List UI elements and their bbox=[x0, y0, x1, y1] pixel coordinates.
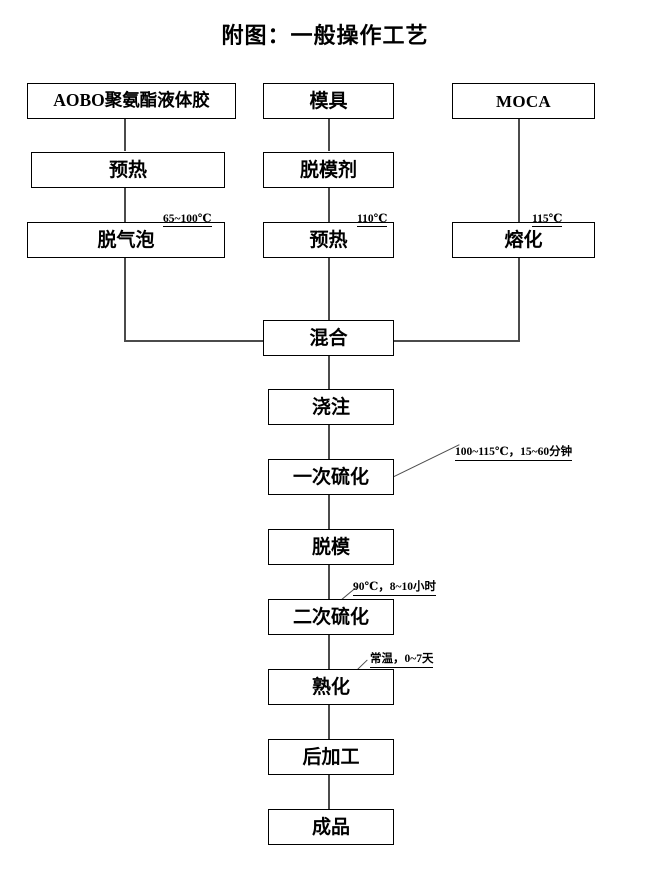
node-secondary-curing[interactable]: 二次硫化 bbox=[268, 599, 394, 635]
connector-release-preheat2 bbox=[328, 188, 330, 222]
connector-cure2-mature bbox=[328, 635, 330, 669]
annotation-preheat2-temp: 110℃ bbox=[357, 213, 388, 227]
node-preheat-mold[interactable]: 预热 bbox=[263, 222, 394, 258]
node-label: 浇注 bbox=[311, 396, 350, 418]
node-label: 一次硫化 bbox=[292, 466, 369, 488]
node-aobo-resin[interactable]: AOBO聚氨酯液体胶 bbox=[27, 83, 236, 119]
connector-postproc-product bbox=[328, 775, 330, 809]
node-mold[interactable]: 模具 bbox=[263, 83, 394, 119]
node-label: MOCA bbox=[495, 91, 552, 111]
leader-line-cure1 bbox=[391, 444, 460, 479]
node-primary-curing[interactable]: 一次硫化 bbox=[268, 459, 394, 495]
node-label: 脱模剂 bbox=[299, 159, 357, 181]
connector-degas-down bbox=[124, 258, 126, 341]
connector-cure1-demold bbox=[328, 495, 330, 529]
connector-mix-pour bbox=[328, 356, 330, 389]
connector-melt-to-mix bbox=[393, 340, 520, 342]
connector-mold-release bbox=[328, 118, 330, 151]
node-label: AOBO聚氨酯液体胶 bbox=[53, 90, 210, 111]
node-moca[interactable]: MOCA bbox=[452, 83, 595, 119]
node-label: 预热 bbox=[309, 229, 348, 251]
node-mixing[interactable]: 混合 bbox=[263, 320, 394, 356]
node-release-agent[interactable]: 脱模剂 bbox=[263, 152, 394, 188]
node-label: 脱气泡 bbox=[97, 229, 155, 251]
annotation-cure1-condition: 100~115℃，15~60分钟 bbox=[455, 443, 573, 461]
node-label: 二次硫化 bbox=[292, 606, 369, 628]
page-title: 附图：一般操作工艺 bbox=[221, 23, 429, 48]
node-degassing[interactable]: 脱气泡 bbox=[27, 222, 225, 258]
node-label: 模具 bbox=[309, 90, 348, 112]
node-pouring[interactable]: 浇注 bbox=[268, 389, 394, 425]
node-label: 熔化 bbox=[504, 229, 543, 251]
node-label: 混合 bbox=[309, 327, 348, 349]
connector-melt-down bbox=[518, 258, 520, 341]
annotation-melt-temp: 115℃ bbox=[532, 213, 563, 227]
node-maturation[interactable]: 熟化 bbox=[268, 669, 394, 705]
node-label: 成品 bbox=[311, 816, 350, 838]
annotation-cure2-condition: 90℃，8~10小时 bbox=[353, 578, 437, 596]
node-demolding[interactable]: 脱模 bbox=[268, 529, 394, 565]
node-post-processing[interactable]: 后加工 bbox=[268, 739, 394, 775]
node-melting[interactable]: 熔化 bbox=[452, 222, 595, 258]
connector-preheat1-degas bbox=[124, 188, 126, 222]
connector-preheat2-mix bbox=[328, 258, 330, 321]
connector-moca-melt bbox=[518, 118, 520, 222]
node-label: 预热 bbox=[108, 159, 147, 181]
connector-degas-to-mix bbox=[124, 340, 264, 342]
node-label: 后加工 bbox=[302, 746, 360, 768]
node-label: 脱模 bbox=[311, 536, 350, 558]
annotation-degas-temp: 65~100℃ bbox=[163, 213, 212, 227]
connector-aobo-preheat1 bbox=[124, 118, 126, 151]
connector-pour-cure1 bbox=[328, 425, 330, 459]
connector-mature-postproc bbox=[328, 705, 330, 739]
node-finished-product[interactable]: 成品 bbox=[268, 809, 394, 845]
node-preheat-resin[interactable]: 预热 bbox=[31, 152, 225, 188]
annotation-mature-condition: 常温，0~7天 bbox=[370, 650, 434, 668]
connector-demold-cure2 bbox=[328, 565, 330, 599]
node-label: 熟化 bbox=[311, 676, 350, 698]
